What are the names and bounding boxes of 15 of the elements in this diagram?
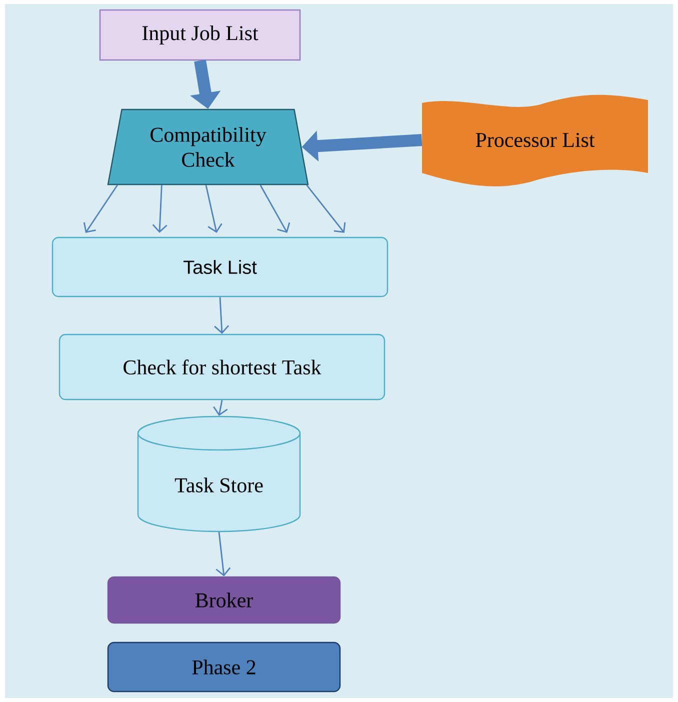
input-box: Input Job List	[99, 9, 301, 61]
arrow	[260, 184, 290, 233]
arrow	[152, 185, 168, 233]
storage-cylinder: Task Store	[137, 416, 301, 532]
process-box: Broker	[107, 576, 341, 624]
arrow	[216, 532, 231, 576]
process-box: Task List	[52, 236, 388, 298]
arrow	[214, 297, 230, 334]
process-box: Check for shortest Task	[58, 334, 386, 400]
process-box: Phase 2	[107, 642, 341, 692]
arrow	[83, 184, 118, 233]
arrow	[205, 184, 222, 233]
arrow	[213, 400, 228, 416]
process-trapezoid: Compatibility Check	[107, 108, 309, 186]
arrow	[306, 184, 346, 233]
